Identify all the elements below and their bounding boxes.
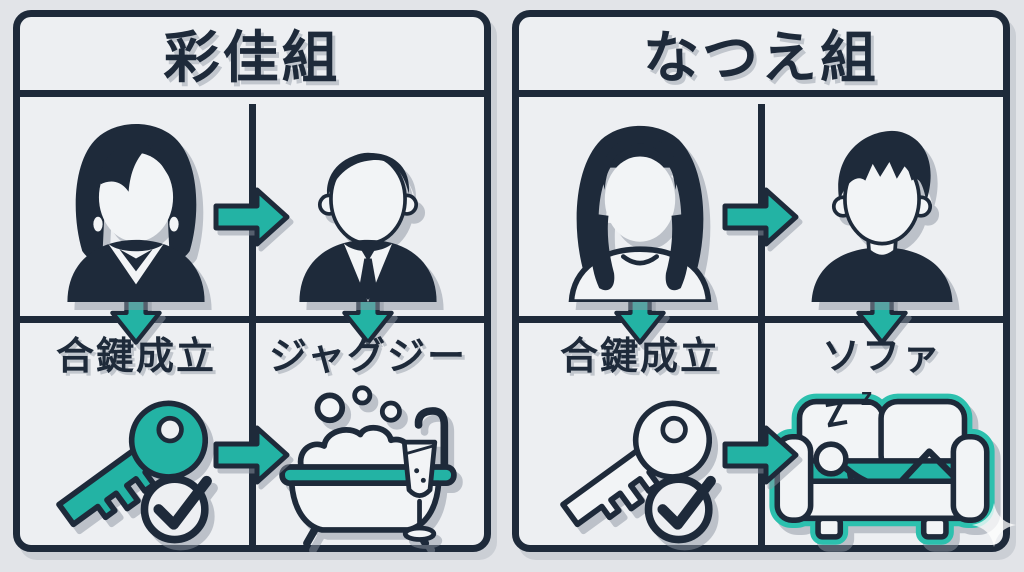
businessman-avatar-icon [299, 152, 437, 302]
casual-man-avatar-icon [811, 130, 953, 302]
grid: 合鍵成立 ソファ [519, 104, 1003, 545]
cell-person-right [761, 104, 1003, 316]
cell-key-result: 合鍵成立 [519, 323, 761, 545]
jacuzzi-icon [279, 385, 457, 545]
sleep-z-small: z [861, 384, 873, 411]
sparkle-icon [972, 503, 1016, 547]
grid-vertical-divider [758, 104, 765, 545]
panel-ayaka-group: 彩佳組 [13, 10, 491, 552]
reward-label: ソファ [821, 336, 942, 378]
cell-reward: ジャグジー [252, 323, 484, 545]
cell-person-left [519, 104, 761, 316]
businesswoman-avatar-icon [67, 124, 205, 302]
panel-natsue-group: なつえ組 [512, 10, 1010, 552]
grid-horizontal-divider [519, 316, 1003, 323]
key-checkmark-icon [560, 400, 716, 544]
key-result-label: 合鍵成立 [55, 336, 216, 378]
casual-woman-avatar-icon [568, 125, 712, 302]
grid-horizontal-divider [20, 316, 484, 323]
reward-label: ジャグジー [268, 336, 468, 378]
cell-key-result: 合鍵成立 [20, 323, 252, 545]
grid-vertical-divider [249, 104, 256, 545]
cell-person-right [252, 104, 484, 316]
key-result-label: 合鍵成立 [559, 336, 720, 378]
panel-title: 彩佳組 [20, 17, 484, 97]
key-checkmark-icon [56, 400, 212, 544]
arrow-right-icon [722, 424, 800, 486]
grid: 合鍵成立 ジャグジー [20, 104, 484, 545]
panel-title: なつえ組 [519, 17, 1003, 97]
cell-person-left [20, 104, 252, 316]
arrow-right-icon [213, 424, 291, 486]
